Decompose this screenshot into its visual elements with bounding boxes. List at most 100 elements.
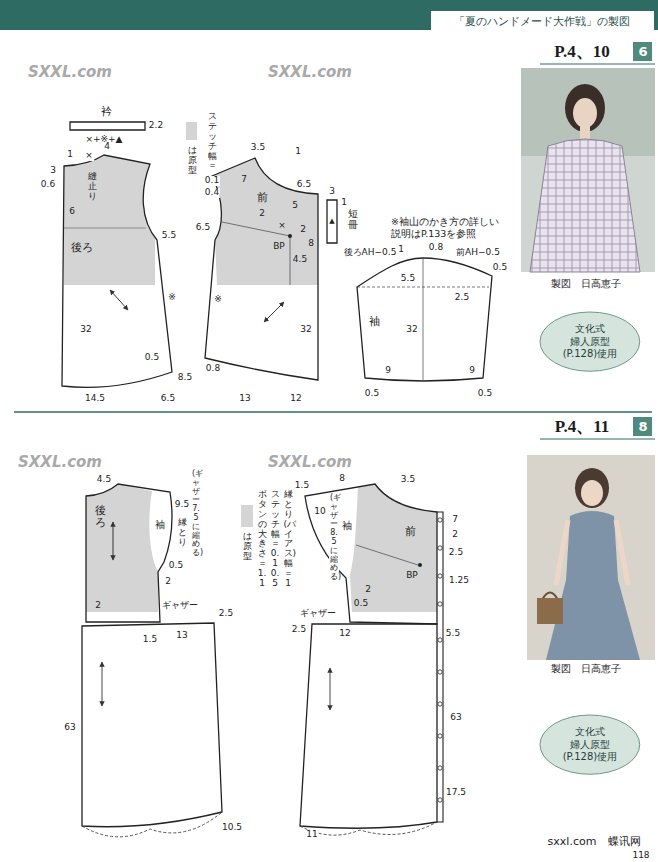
dimension-label: sxxl.com — [547, 836, 598, 848]
seam-line — [70, 122, 145, 130]
watermark: SXXL.com — [267, 64, 353, 81]
piece-outline — [44, 140, 196, 404]
block-shade — [212, 158, 318, 285]
credit-caption: 製図 日高恵子 — [550, 278, 622, 289]
button-mark — [438, 766, 442, 770]
seam-line — [64, 228, 146, 229]
vertical-note: (ギャザー8.5に縮める) — [329, 494, 339, 582]
piece-name: 袖 — [341, 520, 353, 531]
back-skirt-piece — [82, 623, 222, 827]
seam-line — [423, 258, 424, 380]
dimension-label: 1.5 — [294, 481, 310, 491]
dimension-label: 1 — [66, 150, 74, 160]
dimension-label: 14.5 — [84, 394, 106, 404]
legend-swatch — [241, 505, 253, 527]
button-mark — [438, 702, 442, 706]
dimension-label: 2.5 — [448, 548, 464, 558]
photo-frame — [521, 68, 655, 272]
piece-name: 前 — [404, 526, 417, 538]
dimension-label: 7 — [240, 175, 248, 185]
dimension-label: 3 — [328, 187, 336, 197]
dimension-label: 0.5 — [364, 389, 380, 399]
dimension-label: 5.5 — [445, 629, 461, 639]
button-mark — [438, 670, 442, 674]
dimension-label: 6 — [68, 207, 76, 217]
legend-text: は原型 — [242, 532, 253, 562]
dimension-label: 0.5 — [168, 561, 184, 571]
dimension-label: 17.5 — [445, 788, 467, 798]
dimension-label: 5.5 — [161, 231, 177, 241]
button-marks — [438, 518, 442, 802]
title-tab-bar — [428, 11, 431, 30]
section-number: 8 — [633, 417, 658, 436]
watermark: SXXL.com — [267, 454, 353, 471]
dimension-label: 1 — [340, 198, 348, 208]
collar-piece: 衿 — [66, 104, 152, 134]
grain-arrow — [330, 668, 331, 710]
dimension-label: 8 — [338, 474, 346, 484]
dimension-label: 4 — [103, 142, 111, 152]
back-bodice-piece: 後ろ — [44, 140, 196, 404]
badge-text: 文化式 婦人原型 (P.128)使用 — [557, 726, 623, 764]
vertical-note: ボタンの大きさ＝1.1 — [257, 490, 268, 589]
dimension-label: 2.5 — [291, 625, 307, 635]
photo-bag — [537, 598, 563, 624]
button-mark — [438, 602, 442, 606]
dimension-label: 0.1 — [204, 176, 220, 186]
button-mark — [438, 518, 442, 522]
piece-name: 後ろ — [70, 242, 94, 254]
dimension-label: 9 — [468, 366, 476, 376]
bust-point — [288, 234, 292, 238]
dimension-label: 2.5 — [454, 293, 470, 303]
dimension-label: 1 — [397, 245, 405, 255]
vertical-note: ステッチ幅＝ — [207, 112, 218, 171]
heading-rule — [540, 439, 655, 440]
seam-line — [357, 258, 492, 381]
photo-face — [581, 480, 603, 506]
dimension-label: 13 — [175, 631, 188, 641]
section-divider — [14, 411, 652, 413]
badge-text: 文化式 婦人原型 (P.128)使用 — [557, 323, 623, 361]
block-shade — [350, 484, 437, 612]
block-badge: 文化式 婦人原型 (P.128)使用 — [539, 311, 641, 372]
dimension-label: 1 — [294, 147, 302, 157]
badge-fill — [540, 715, 640, 774]
vertical-note: ステッチ幅＝0.1 0.5 — [270, 490, 281, 589]
note-text: ※袖山のかき方の詳しい 説明はP.133を参照 — [390, 216, 504, 240]
button-mark — [438, 574, 442, 578]
dimension-label: 2 — [451, 530, 459, 540]
dimension-label: 2 — [364, 585, 372, 595]
dimension-label: 4.5 — [96, 475, 112, 485]
dimension-label: 118 — [631, 851, 650, 861]
dimension-label: 10 — [313, 507, 326, 517]
seam-line — [356, 545, 418, 565]
dimension-label: 63 — [449, 713, 462, 723]
piece-outline — [298, 478, 444, 628]
section-heading: P.4、10 — [553, 43, 611, 62]
grain-arrow — [110, 290, 128, 310]
dimension-label: 5.5 — [400, 274, 416, 284]
piece-name: 短冊 — [347, 208, 359, 230]
sleeve-piece: 袖 — [350, 246, 502, 388]
dimension-label: 12 — [338, 629, 351, 639]
dimension-label: 3.5 — [250, 143, 266, 153]
block-badge: 文化式 婦人原型 (P.128)使用 — [539, 714, 641, 775]
dimension-label: 2 — [164, 577, 172, 587]
front-bodice-piece: 袖前 — [298, 478, 444, 628]
vertical-note: 縁とり — [177, 518, 188, 548]
dimension-label: ※ — [167, 293, 177, 303]
dimension-label: ギャザー — [161, 601, 199, 611]
piece-name: 後ろ — [94, 505, 107, 529]
dimension-label: 7 — [451, 515, 459, 525]
dimension-label: 後ろAH−0.5 — [343, 248, 398, 258]
block-shade — [64, 155, 155, 285]
dimension-label: 9 — [384, 366, 392, 376]
piece-name: 衿 — [100, 106, 113, 118]
watermark: SXXL.com — [17, 454, 103, 471]
front-skirt-piece — [300, 624, 437, 828]
dimension-label: 9.5 — [174, 500, 190, 510]
dimension-label: 0.6 — [40, 180, 56, 190]
dimension-label: 0.5 — [492, 263, 508, 273]
badge-fill — [540, 312, 640, 371]
dimension-label: 8.5 — [177, 373, 193, 383]
